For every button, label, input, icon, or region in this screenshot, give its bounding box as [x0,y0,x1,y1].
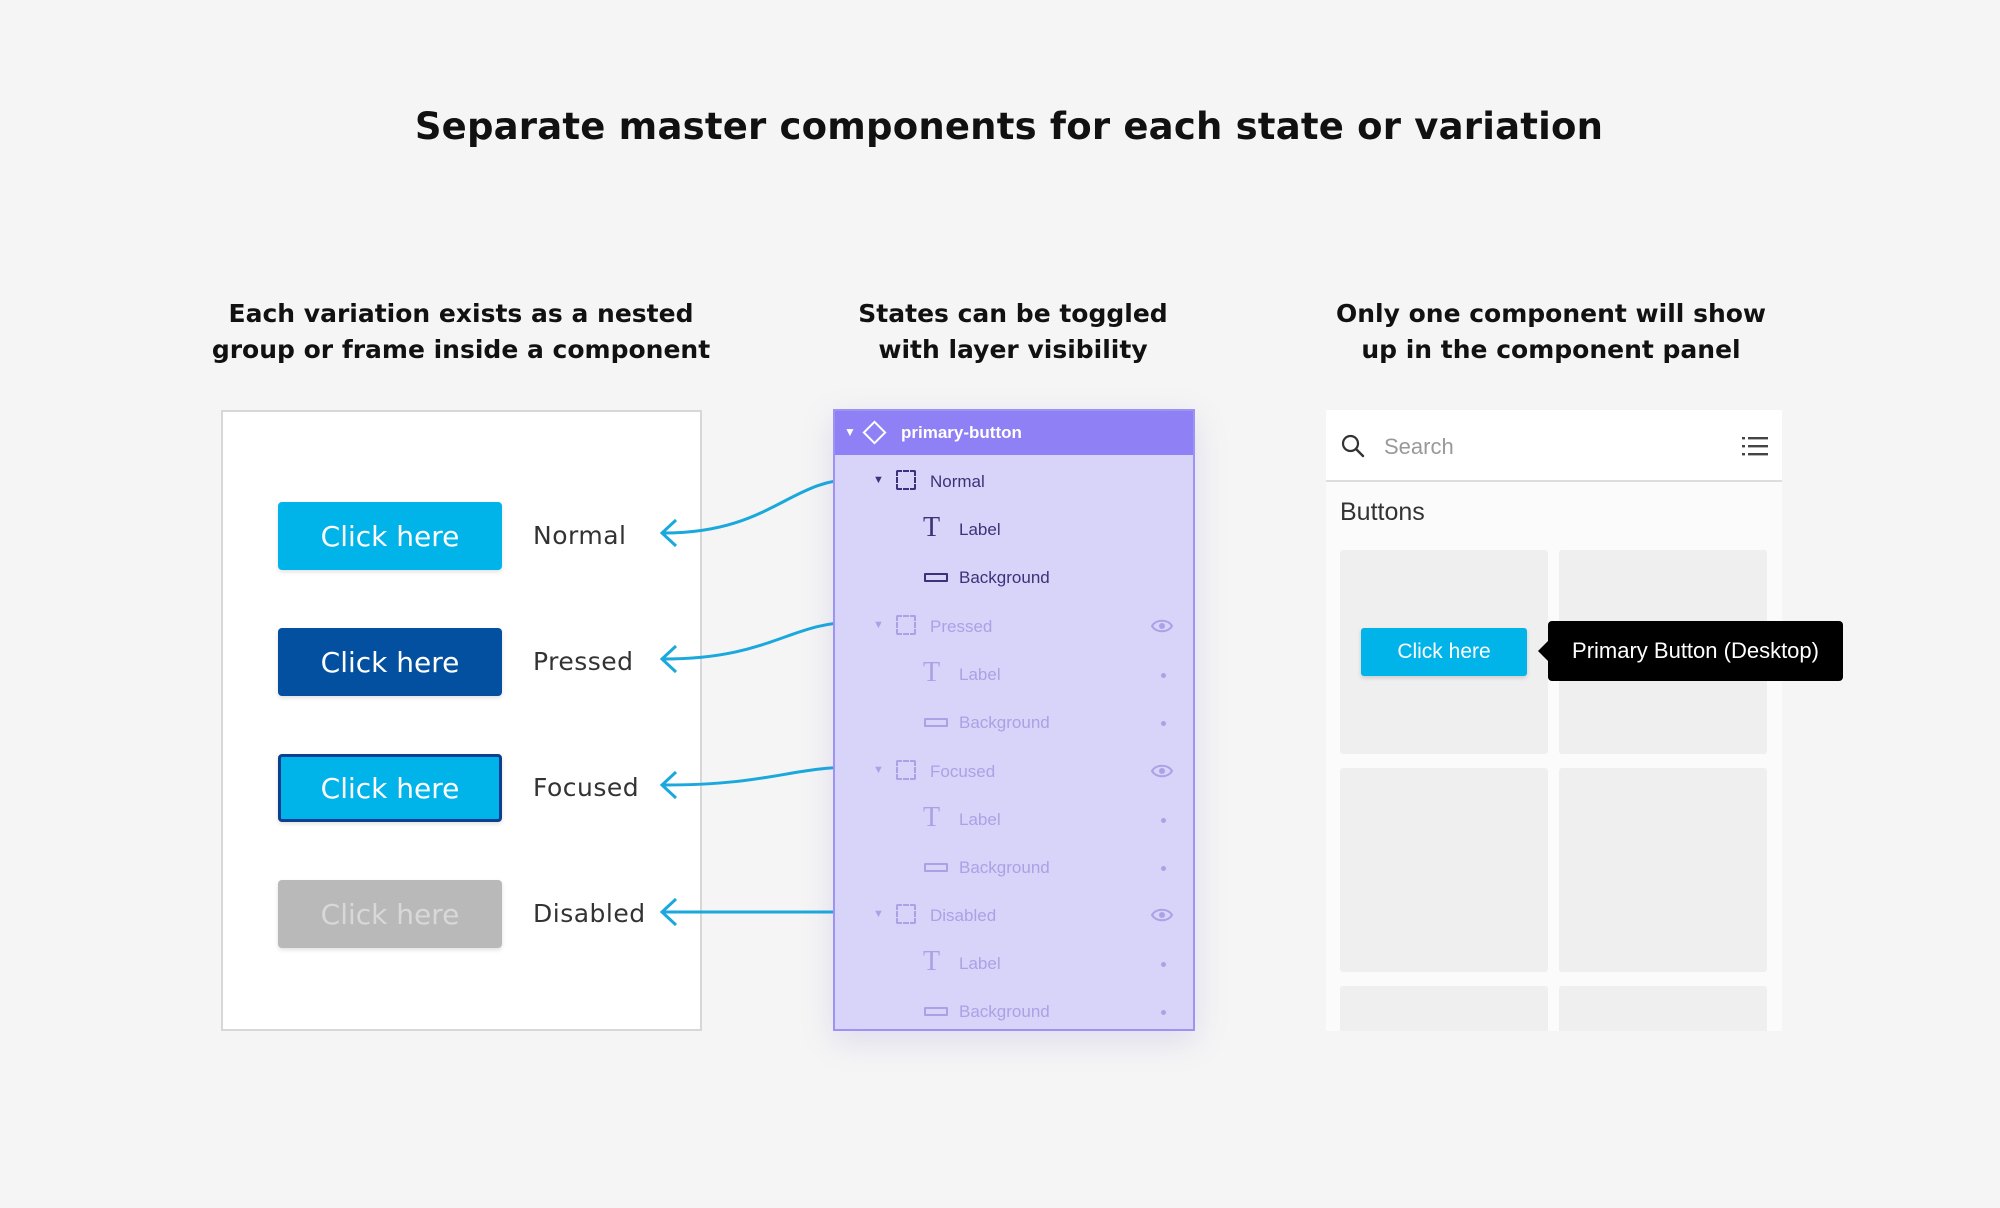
rectangle-icon [924,718,948,727]
variant-row-focused: Click here Focused [278,754,698,822]
variant-row-pressed: Click here Pressed [278,628,698,696]
text-layer-icon: T [923,512,941,543]
layer-name: Pressed [930,617,993,636]
frame-icon [896,615,916,635]
state-label-pressed: Pressed [533,647,634,676]
caption-line: up in the component panel [1361,335,1741,364]
caption-line: with layer visibility [878,335,1148,364]
layer-name: Focused [930,762,996,781]
layer-label-pressed[interactable]: T Label [835,651,1193,699]
eye-icon[interactable] [1151,763,1173,779]
dot-icon [1161,673,1166,678]
dot-icon [1161,962,1166,967]
caption-component-panel: Only one component will show up in the c… [1291,296,1811,368]
layer-group-normal[interactable]: ▼ Normal [835,458,1193,506]
page-title: Separate master components for each stat… [414,105,1604,148]
frame-icon [896,760,916,780]
layer-name: Background [959,713,1050,732]
search-input[interactable] [1382,430,1686,464]
component-tile[interactable] [1559,768,1767,972]
section-title: Buttons [1340,498,1425,526]
layer-name: Background [959,1002,1050,1021]
layer-group-disabled[interactable]: ▼ Disabled [835,892,1193,940]
caret-down-icon[interactable]: ▼ [844,425,856,439]
layer-group-pressed[interactable]: ▼ Pressed [835,603,1193,651]
layer-name: Disabled [930,906,997,925]
layer-group-focused[interactable]: ▼ Focused [835,748,1193,796]
caret-down-icon[interactable]: ▼ [873,908,884,920]
caption-line: group or frame inside a component [211,335,711,364]
layer-label-normal[interactable]: T Label [835,506,1193,554]
caption-variations: Each variation exists as a nested group … [201,296,721,368]
rectangle-icon [924,1007,948,1016]
component-diamond-icon [862,420,887,445]
component-tile[interactable] [1340,768,1548,972]
caret-down-icon[interactable]: ▼ [873,474,884,486]
layer-name: Normal [930,472,985,491]
dot-icon [1161,1010,1166,1015]
caret-down-icon[interactable]: ▼ [873,764,884,776]
layer-component-row[interactable]: ▼ primary-button [835,411,1193,455]
eye-icon[interactable] [1151,907,1173,923]
disabled-button: Click here [278,880,502,948]
component-tile[interactable] [1340,986,1548,1031]
layer-name: Label [959,954,1001,973]
layers-panel: ▼ primary-button ▼ Normal T Label Backgr… [833,409,1195,1031]
layer-background-focused[interactable]: Background [835,844,1193,892]
component-tooltip: Primary Button (Desktop) [1538,621,1843,681]
variants-panel: Click here Normal Click here Pressed Cli… [221,410,702,1031]
layer-name: Background [959,858,1050,877]
caption-line: Only one component will show [1335,299,1767,328]
layer-name: Label [959,810,1001,829]
layer-label-disabled[interactable]: T Label [835,940,1193,988]
variant-row-disabled: Click here Disabled [278,880,698,948]
text-layer-icon: T [923,657,941,688]
rectangle-icon [924,863,948,872]
components-panel: Buttons Click here [1326,410,1782,1031]
normal-button[interactable]: Click here [278,502,502,570]
list-view-icon[interactable] [1742,436,1768,456]
eye-icon[interactable] [1151,618,1173,634]
layer-name: Label [959,665,1001,684]
layer-name: Background [959,568,1050,587]
dot-icon [1161,866,1166,871]
primary-button-thumbnail[interactable]: Click here [1361,628,1527,676]
state-label-normal: Normal [533,521,627,550]
frame-icon [896,470,916,490]
component-tile[interactable] [1559,986,1767,1031]
dot-icon [1161,721,1166,726]
text-layer-icon: T [923,946,941,977]
caption-states: States can be toggled with layer visibil… [753,296,1273,368]
caret-down-icon[interactable]: ▼ [873,619,884,631]
layer-name: Label [959,520,1001,539]
frame-icon [896,904,916,924]
caption-line: Each variation exists as a nested [228,299,694,328]
search-bar [1326,410,1782,482]
state-label-disabled: Disabled [533,899,646,928]
layer-background-pressed[interactable]: Background [835,699,1193,747]
search-icon [1341,434,1365,458]
layer-label-focused[interactable]: T Label [835,796,1193,844]
pressed-button[interactable]: Click here [278,628,502,696]
component-name: primary-button [901,423,1022,442]
layer-background-disabled[interactable]: Background [835,988,1193,1036]
focused-button[interactable]: Click here [278,754,502,822]
layer-background-normal[interactable]: Background [835,554,1193,602]
caption-line: States can be toggled [858,299,1168,328]
state-label-focused: Focused [533,773,640,802]
variant-row-normal: Click here Normal [278,502,698,570]
dot-icon [1161,818,1166,823]
rectangle-icon [924,573,948,582]
text-layer-icon: T [923,802,941,833]
